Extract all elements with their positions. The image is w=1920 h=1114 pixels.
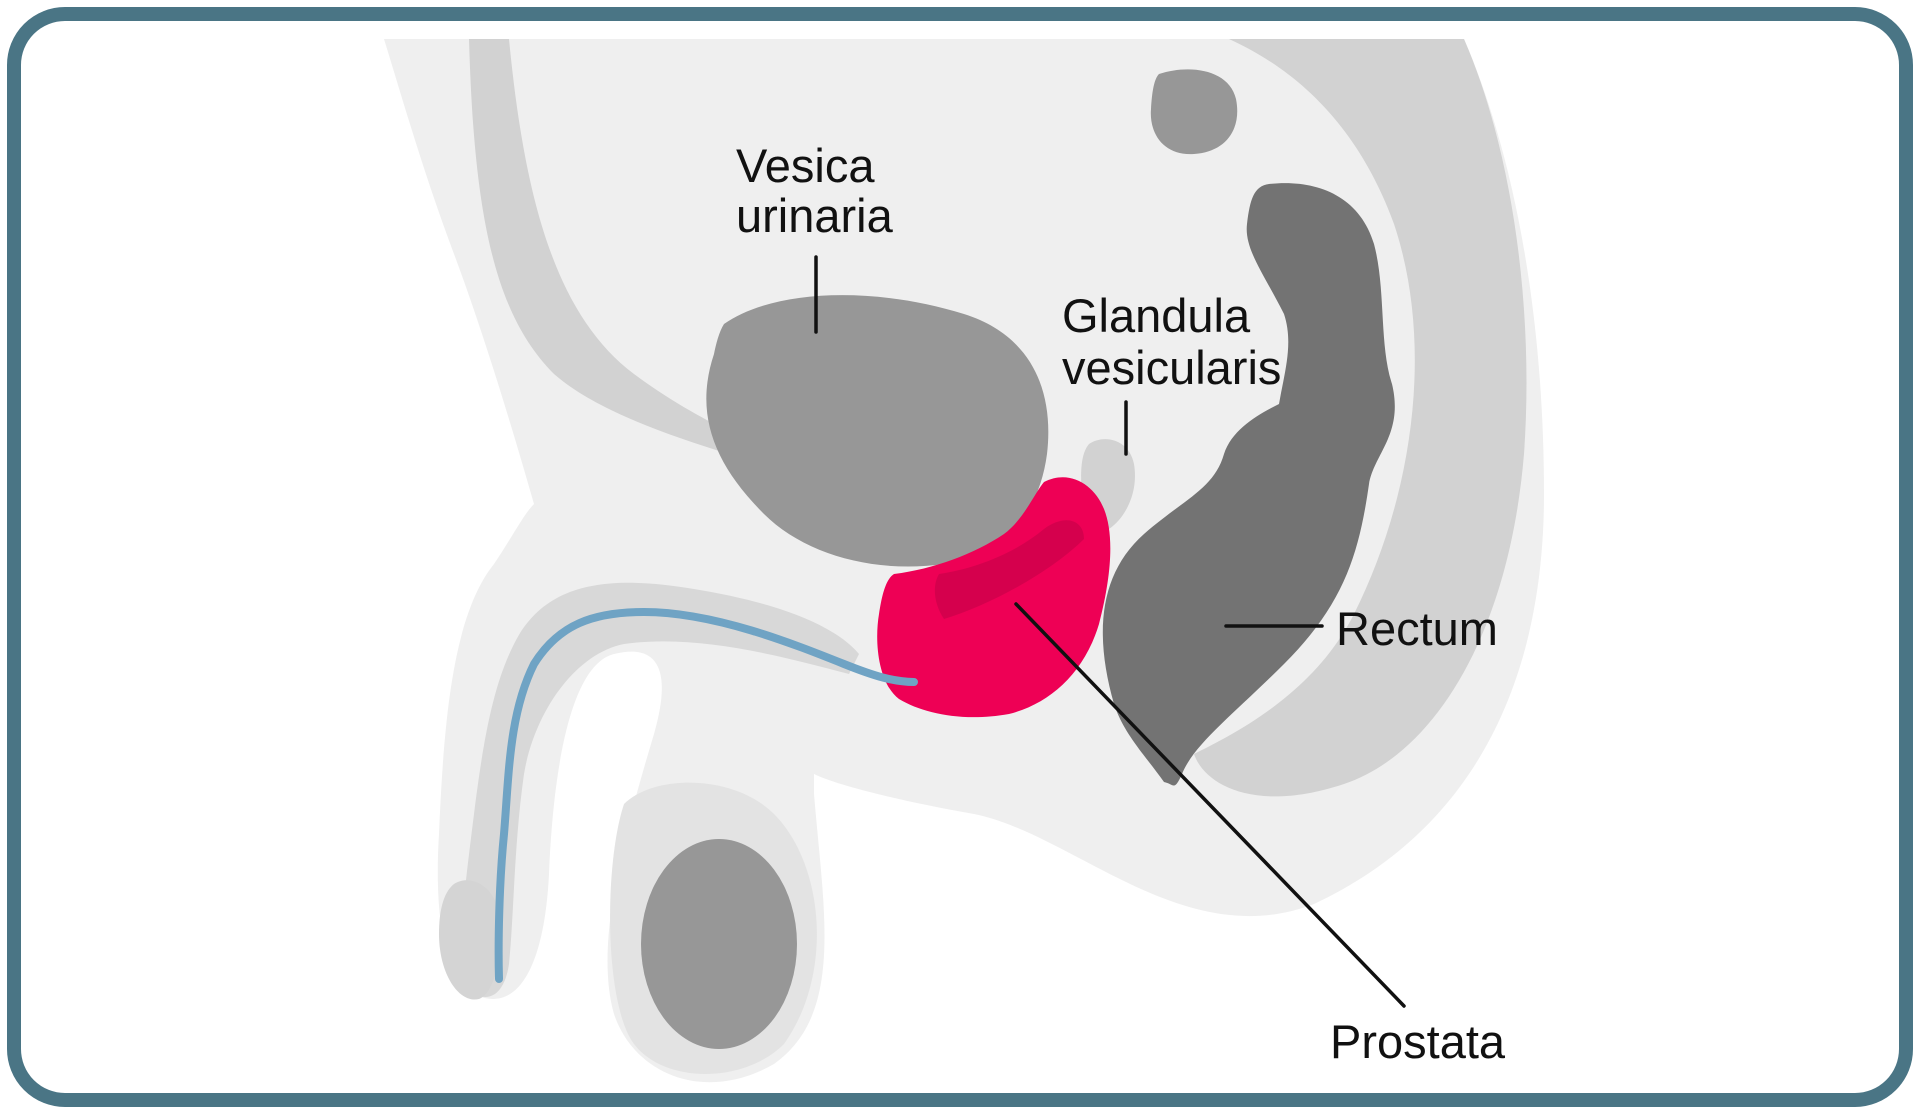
prostate-leader [1014,602,1406,1008]
urethra [494,607,918,983]
pubic-bone [1150,69,1238,155]
anatomy-diagram: Vesica urinaria Glandula vesicularis Rec… [384,39,1544,1083]
seminal-vesicle-label-line1: Glandula [1062,289,1251,342]
seminal-vesicle-label-line2: vesicularis [1062,341,1281,394]
penis-shadow [461,582,859,997]
prostate-overlap [934,520,1084,619]
diagram-frame: Vesica urinaria Glandula vesicularis Rec… [7,7,1913,1107]
glans [439,880,501,1000]
anterior-wall-shadow [469,39,734,454]
rectum [1102,183,1395,786]
bladder [706,295,1049,567]
prostate-label: Prostata [1330,1015,1506,1068]
bladder-label-line1: Vesica [736,139,875,192]
posterior-wall-shadow [1194,39,1527,797]
testis [641,839,797,1049]
bladder-label-line2: urinaria [736,189,894,242]
rectum-label: Rectum [1336,602,1498,655]
